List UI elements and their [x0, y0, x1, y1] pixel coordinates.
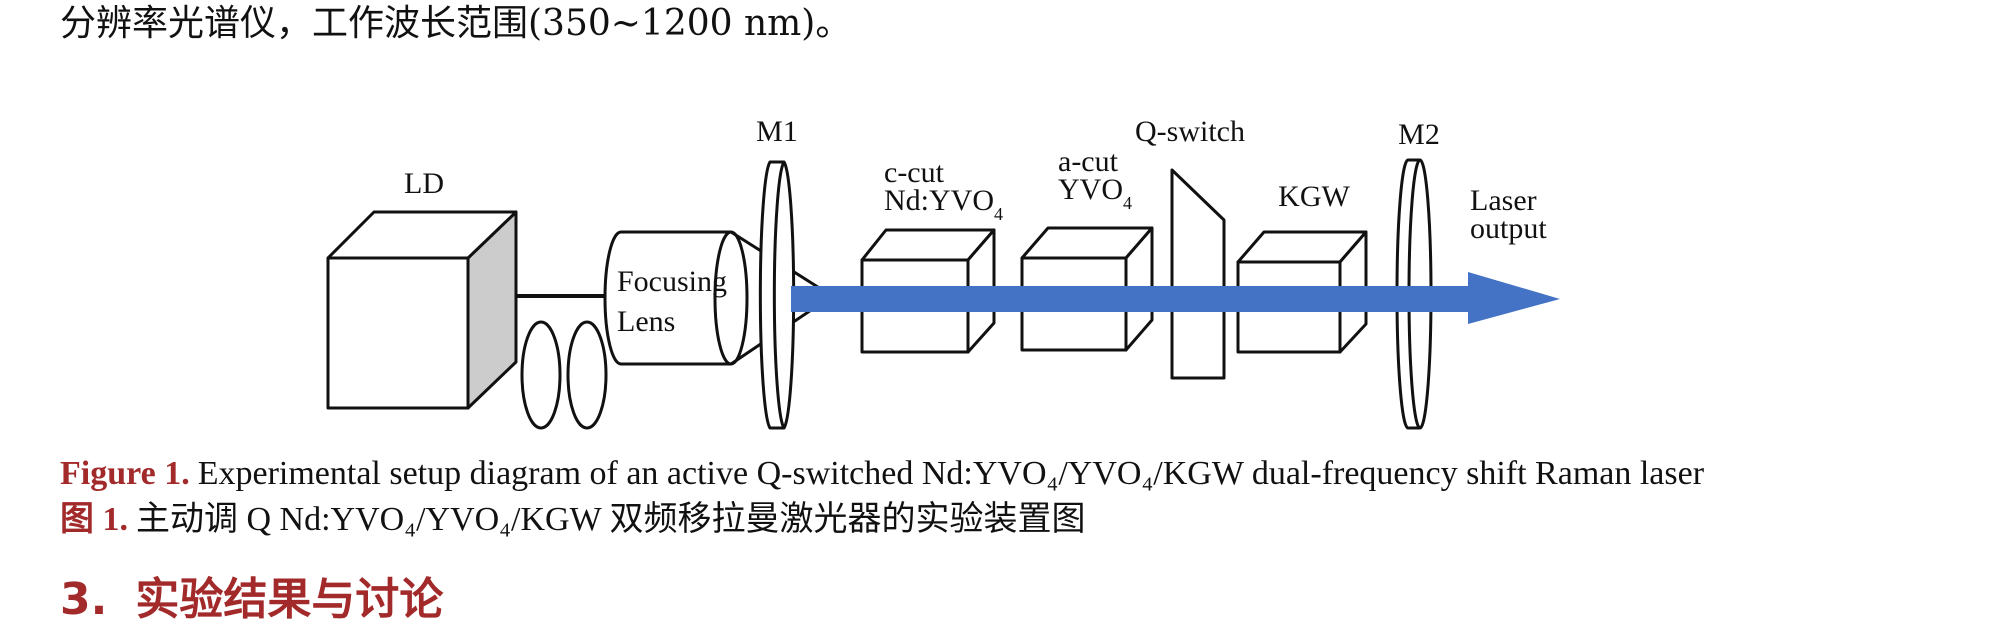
m1-label: M1	[756, 115, 798, 148]
figure-label-english: Figure 1.	[60, 455, 190, 492]
crystal2-subscript: 4	[1123, 193, 1132, 213]
crystal1-label-line1: c-cut	[884, 156, 945, 189]
section-number: 3.	[60, 574, 108, 625]
focusing-lens	[603, 230, 834, 366]
figure-caption-chinese: 图 1.主动调 Q Nd:YVO₄/YVO₄/KGW 双频移拉曼激光器的实验装置…	[60, 498, 1086, 542]
kgw-label: KGW	[1278, 180, 1350, 213]
q-switch	[1170, 168, 1226, 380]
figure-caption-english: Figure 1.Experimental setup diagram of a…	[60, 452, 1704, 496]
output-label-line2: output	[1470, 212, 1547, 245]
laser-diode-block	[326, 210, 518, 410]
crystal2-label-main: YVO	[1058, 173, 1123, 206]
mirror-m1	[758, 160, 796, 430]
experimental-setup-diagram: LD Focusing Lens M1 c-cut Nd:YVO4 a-cut …	[326, 115, 1560, 430]
crystal2-label-line2: YVO4	[1058, 173, 1132, 213]
m2-label: M2	[1398, 118, 1440, 151]
laser-diode-front-face	[326, 256, 470, 410]
laser-beam-arrow	[791, 272, 1560, 324]
figure-label-chinese: 图 1.	[60, 501, 128, 538]
qswitch-label: Q-switch	[1135, 115, 1245, 148]
crystal2-label-line1: a-cut	[1058, 145, 1119, 178]
lens-label-line2: Lens	[617, 305, 675, 338]
figure-caption-english-text: Experimental setup diagram of an active …	[197, 455, 1705, 492]
crystal1-label-main: Nd:YVO	[884, 184, 994, 217]
figure-caption-chinese-text: 主动调 Q Nd:YVO₄/YVO₄/KGW 双频移拉曼激光器的实验装置图	[136, 501, 1086, 538]
lens-label-line1: Focusing	[617, 265, 727, 298]
section-heading: 3. 实验结果与讨论	[60, 572, 443, 628]
ld-label: LD	[404, 167, 444, 200]
crystal1-label-line2: Nd:YVO4	[884, 184, 1003, 224]
fiber-coupling	[516, 294, 612, 430]
intro-paragraph-line: 分辨率光谱仪，工作波长范围(350~1200 nm)。	[60, 3, 852, 44]
output-label-line1: Laser	[1470, 184, 1537, 217]
section-title: 实验结果与讨论	[135, 574, 444, 625]
crystal1-subscript: 4	[994, 204, 1003, 224]
